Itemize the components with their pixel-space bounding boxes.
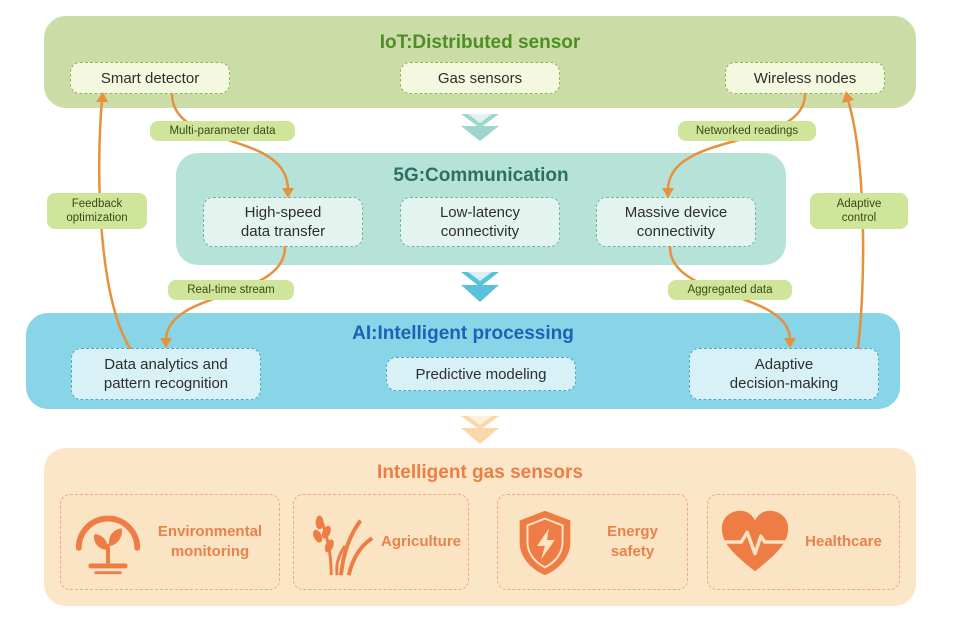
app-environmental: Environmental monitoring xyxy=(60,494,280,590)
app-agriculture: Agriculture xyxy=(293,494,469,590)
smart-detector-box: Smart detector xyxy=(70,62,230,94)
shield-bolt-icon xyxy=(519,510,571,576)
wheat-icon xyxy=(313,515,374,576)
ai-layer-title: AI:Intelligent processing xyxy=(352,323,574,344)
app-healthcare: Healthcare xyxy=(707,494,900,590)
tag-adaptive-control: Adaptive control xyxy=(810,193,908,229)
chevron-iot-to-comm xyxy=(461,114,499,141)
tag-aggregated-data: Aggregated data xyxy=(668,280,792,300)
chevron-comm-to-ai xyxy=(461,272,499,302)
low-latency-box: Low-latency connectivity xyxy=(400,197,560,247)
tag-networked-readings: Networked readings xyxy=(678,121,816,141)
high-speed-box: High-speed data transfer xyxy=(203,197,363,247)
data-analytics-box: Data analytics and pattern recognition xyxy=(71,348,261,400)
massive-connectivity-box: Massive device connectivity xyxy=(596,197,756,247)
tag-feedback-optimization: Feedback optimization xyxy=(47,193,147,229)
gas-sensors-box: Gas sensors xyxy=(400,62,560,94)
iot-layer-title: IoT:Distributed sensor xyxy=(379,32,581,53)
plant-gauge-icon xyxy=(75,515,141,575)
app-agriculture-label: Agriculture xyxy=(380,533,461,550)
tag-realtime-stream: Real-time stream xyxy=(168,280,294,300)
heart-pulse-icon xyxy=(721,510,789,572)
tag-multi-parameter: Multi-parameter data xyxy=(150,121,295,141)
app-healthcare-label: Healthcare xyxy=(805,533,882,550)
app-energy-safety: Energy safety xyxy=(497,494,688,590)
predictive-modeling-box: Predictive modeling xyxy=(386,357,576,391)
adaptive-decision-box: Adaptive decision-making xyxy=(689,348,879,400)
communication-layer-title: 5G:Communication xyxy=(393,165,569,186)
app-energy-safety-label: Energy safety xyxy=(607,523,658,560)
chevron-ai-to-sensors xyxy=(461,416,499,444)
sensors-layer-title: Intelligent gas sensors xyxy=(377,462,583,483)
app-environmental-label: Environmental monitoring xyxy=(157,523,263,560)
wireless-nodes-box: Wireless nodes xyxy=(725,62,885,94)
